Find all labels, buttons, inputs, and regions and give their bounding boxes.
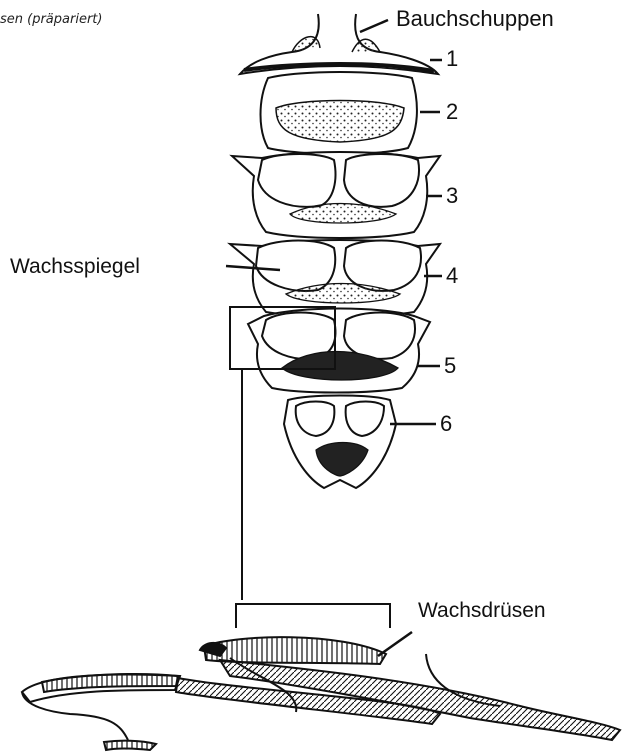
sternite-6 bbox=[284, 396, 396, 489]
segment-number-2: 2 bbox=[446, 101, 458, 123]
wax-gland-section bbox=[22, 637, 620, 750]
sternite-4 bbox=[230, 240, 440, 317]
label-wachsdruesen: Wachsdrüsen bbox=[418, 600, 546, 621]
sternite-3 bbox=[232, 152, 440, 238]
label-bauchschuppen: Bauchschuppen bbox=[396, 8, 554, 30]
sternite-5 bbox=[248, 309, 430, 393]
sternite-2 bbox=[261, 72, 417, 154]
segment-number-6: 6 bbox=[440, 413, 452, 435]
label-wachsspiegel: Wachsspiegel bbox=[10, 256, 140, 277]
segment-number-4: 4 bbox=[446, 265, 458, 287]
segment-number-5: 5 bbox=[444, 355, 456, 377]
detail-bracket bbox=[236, 604, 390, 628]
segment-number-3: 3 bbox=[446, 185, 458, 207]
segment-number-1: 1 bbox=[446, 48, 458, 70]
